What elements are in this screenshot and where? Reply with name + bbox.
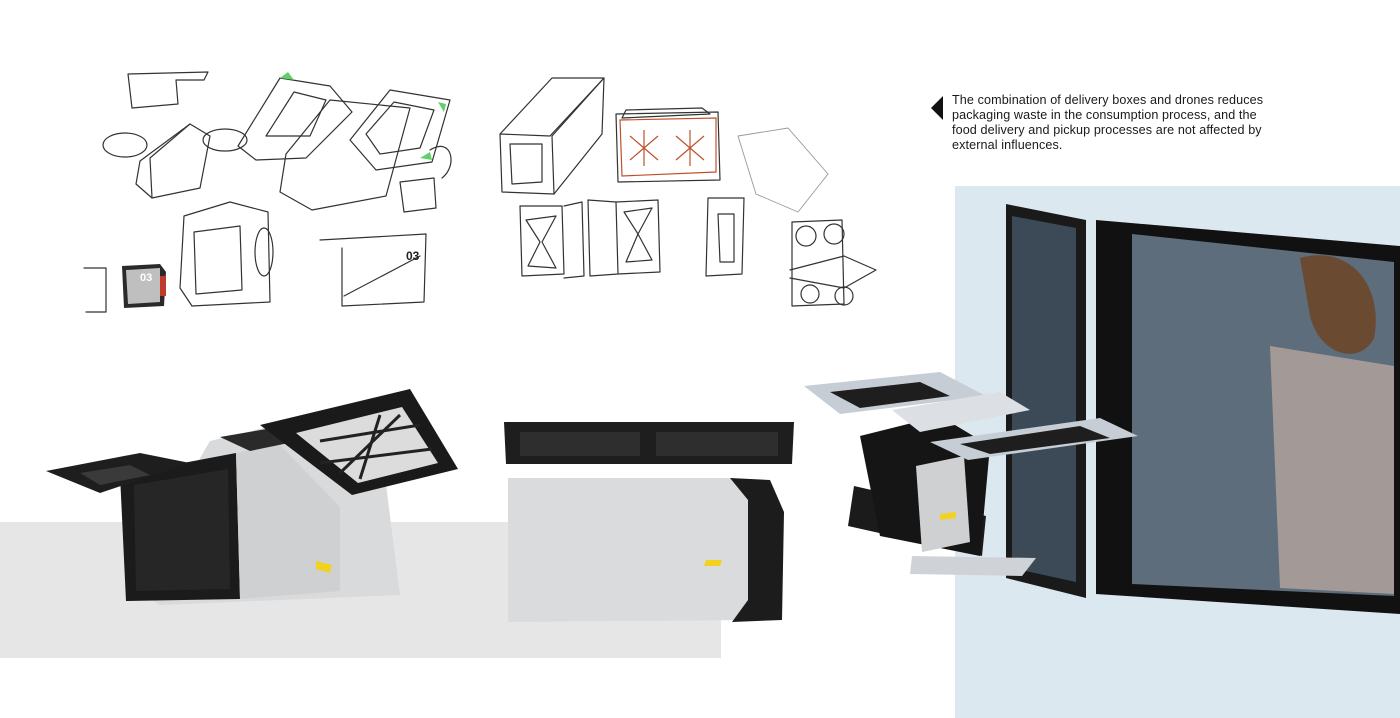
caption-text: The combination of delivery boxes and dr… xyxy=(952,93,1264,152)
sketch-group-left: 03 03 xyxy=(83,71,452,313)
triangle-left-icon xyxy=(931,96,943,120)
render-window-mounted xyxy=(804,204,1400,614)
sketch-group-middle xyxy=(499,77,877,307)
render-drone-box-middle xyxy=(504,422,794,622)
render-drone-box-left xyxy=(46,389,458,605)
sketch-number-label: 03 xyxy=(406,249,420,263)
sketch-badge-label: 03 xyxy=(140,272,152,284)
